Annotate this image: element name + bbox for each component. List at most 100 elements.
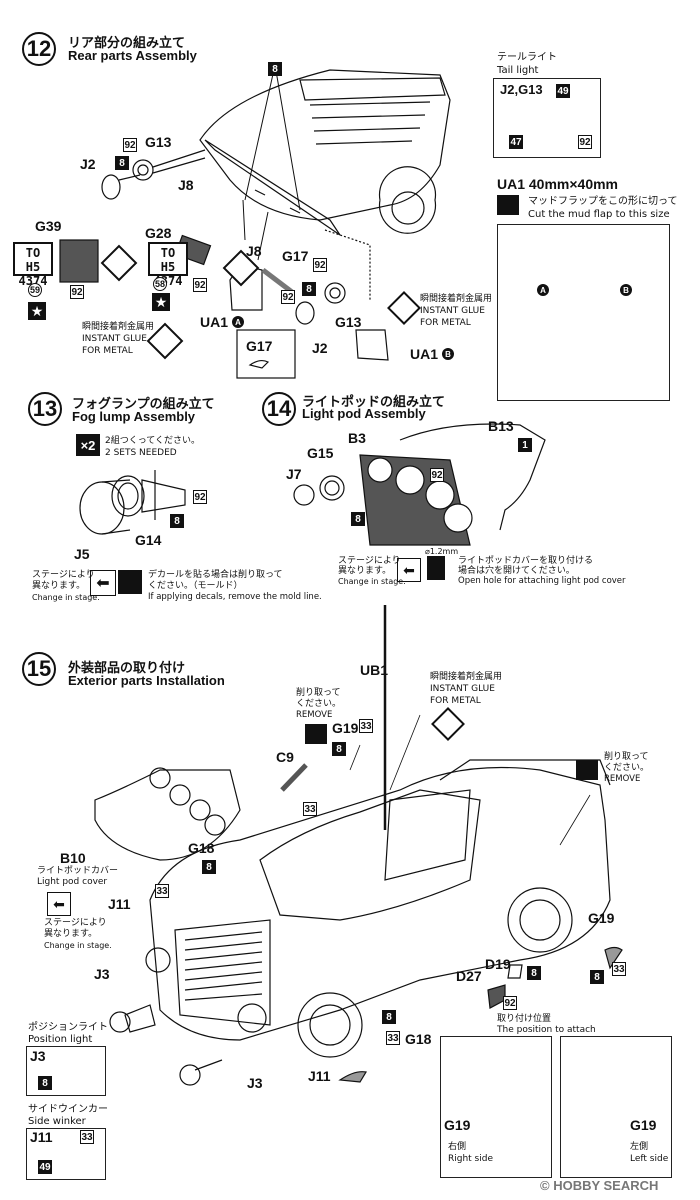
paint-code: 49: [38, 1160, 52, 1174]
remove-note-en: REMOVE: [296, 710, 333, 720]
part-label-j2b: J2: [312, 340, 328, 356]
direction-arrow-icon: ⬅: [47, 892, 71, 916]
decal-note-jp2: ください。（モールド）: [148, 581, 243, 591]
left-side-en: Left side: [630, 1154, 669, 1164]
part-label-j11: J11: [308, 1068, 331, 1084]
step12-title-en: Rear parts Assembly: [68, 48, 197, 63]
stage-note-jp1: ステージにより: [44, 918, 107, 928]
glue-note-en2: FOR METAL: [82, 346, 133, 356]
ua1-title: UA1 40mm×40mm: [497, 176, 619, 192]
paint-code: 92: [193, 278, 207, 292]
part-label-d19: D19: [485, 956, 511, 972]
decal-number: 59: [28, 283, 42, 297]
attach-right-panel: [440, 1036, 552, 1178]
paint-code: 92: [313, 258, 327, 272]
part-label-g13b: G13: [335, 314, 362, 330]
part-label-g19: G19: [444, 1117, 471, 1133]
remove-note-jp2: ください。: [296, 699, 342, 709]
part-label-j5: J5: [74, 546, 90, 562]
part-label-g14: G14: [135, 532, 162, 548]
b10-name-en: Light pod cover: [37, 877, 108, 887]
stage-note-jp2: 異なります。: [32, 581, 86, 591]
step15-title-en: Exterior parts Installation: [68, 673, 225, 688]
part-label-g28: G28: [145, 225, 172, 241]
part-label-j11: J11: [30, 1129, 53, 1145]
step13-title-jp: フォグランプの組み立て: [72, 397, 215, 412]
stage-note-jp1: ステージにより: [32, 570, 95, 580]
remove2-note-en: REMOVE: [604, 774, 641, 784]
paint-code: 33: [359, 719, 373, 733]
paint-code: 8: [527, 966, 541, 980]
glue-note-en2: FOR METAL: [420, 318, 471, 328]
knife-icon: [576, 760, 598, 780]
decal-note-jp1: デカールを貼る場合は削り取って: [148, 570, 283, 580]
hole-note-jp1: ライトポッドカバーを取り付ける: [458, 556, 594, 566]
step-number-13: 13: [28, 392, 62, 426]
glue-note-jp: 瞬間接着剤金属用: [82, 322, 155, 332]
side-winker-en: Side winker: [28, 1116, 86, 1127]
paint-code: 8: [332, 742, 346, 756]
paint-code: 92: [123, 138, 137, 152]
decal-note-en: If applying decals, remove the mold line…: [148, 592, 322, 602]
step13-title-en: Fog lump Assembly: [72, 409, 196, 424]
paint-code: 47: [509, 135, 523, 149]
stage-note-en: Change in stage.: [338, 577, 406, 586]
part-label-j7: J7: [286, 466, 302, 482]
part-label-g19: G19: [630, 1117, 657, 1133]
sets-note-jp: 2組つくってください。: [105, 436, 201, 446]
times-two-badge: ×2: [76, 434, 100, 456]
part-label-j3: J3: [30, 1048, 46, 1064]
star-decal-icon: ★: [28, 302, 46, 320]
part-label-g19: G19: [588, 910, 615, 926]
ua1-note-jp: マッドフラップをこの形に切って: [528, 196, 678, 207]
star-decal-icon: ★: [152, 293, 170, 311]
direction-arrow-icon: ⬅: [397, 558, 421, 582]
hole-note-en: Open hole for attaching light pod cover: [458, 576, 626, 586]
paint-code: 8: [302, 282, 316, 296]
paint-code: 8: [351, 512, 365, 526]
paint-code: 92: [281, 290, 295, 304]
side-winker-jp: サイドウインカー: [28, 1104, 108, 1115]
paint-code: 33: [155, 884, 169, 898]
part-label-j2: J2: [80, 156, 96, 172]
knife-icon: [118, 570, 142, 594]
license-plate: TO H5 4374: [13, 242, 53, 288]
part-label-ua1b: UA1: [410, 346, 439, 362]
paint-code: 92: [430, 468, 444, 482]
part-label-b3: B3: [348, 430, 366, 446]
step-number-12: 12: [22, 32, 56, 66]
paint-code: 92: [578, 135, 592, 149]
hole-note-jp2: 場合は穴を開けてください。: [458, 566, 575, 576]
direction-arrow-icon: ⬅: [90, 570, 116, 596]
stage-note-jp2: 異なります。: [44, 929, 98, 939]
stage-note-jp2: 異なります。: [338, 566, 392, 576]
taillight-parts: J2,G13: [500, 82, 543, 97]
paint-code: 92: [503, 996, 517, 1010]
part-label-g17: G17: [282, 248, 309, 264]
part-label-g39: G39: [35, 218, 62, 234]
step14-title-jp: ライトポッドの組み立て: [302, 395, 446, 410]
right-side-en: Right side: [448, 1154, 493, 1164]
step-number-14: 14: [262, 392, 296, 426]
paint-code: 92: [70, 285, 84, 299]
step14-title-en: Light pod Assembly: [302, 406, 426, 421]
paint-code: 8: [202, 860, 216, 874]
part-label-g18: G18: [405, 1031, 432, 1047]
paint-code: 8: [170, 514, 184, 528]
step-number-15: 15: [22, 652, 56, 686]
taillight-title-jp: テールライト: [497, 52, 557, 63]
drill-icon: [427, 556, 445, 580]
part-label-j11: J11: [108, 896, 131, 912]
part-label-g19: G19: [332, 720, 359, 736]
circled-letter-b: B: [620, 284, 632, 296]
paint-code: 8: [382, 1010, 396, 1024]
sets-note-en: 2 SETS NEEDED: [105, 448, 177, 458]
ua1-template-panel: [497, 224, 670, 401]
glue-note-jp: 瞬間接着剤金属用: [430, 672, 503, 682]
attach-left-panel: [560, 1036, 672, 1178]
part-label-ub1: UB1: [360, 662, 389, 678]
watermark: © HOBBY SEARCH: [540, 1178, 659, 1193]
part-label-g18: G18: [188, 840, 215, 856]
taillight-title-en: Tail light: [497, 65, 539, 76]
part-label-ua1a: UA1: [200, 314, 229, 330]
